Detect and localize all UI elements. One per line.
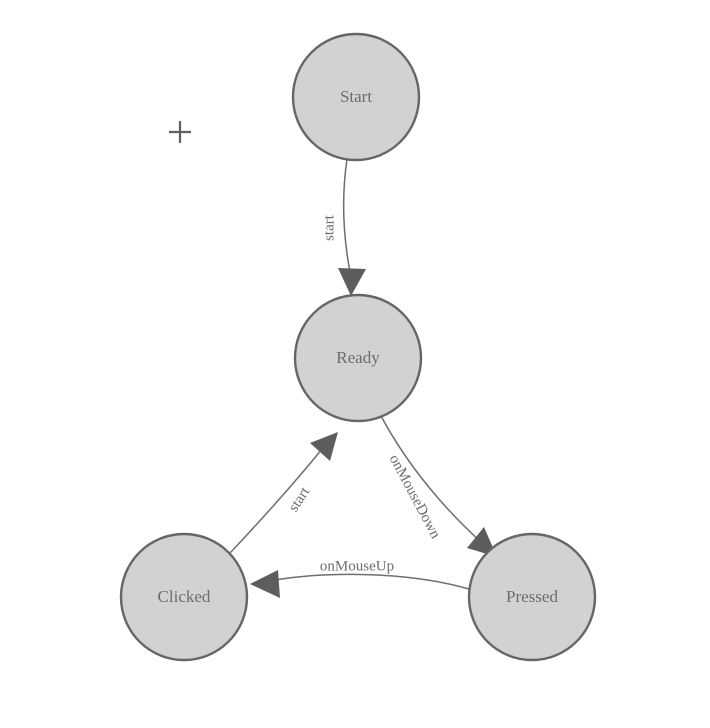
node-ready-label: Ready [336,348,380,367]
canvas-crosshair-icon[interactable] [169,121,191,143]
edge-label-clicked-to-ready: start [286,484,314,515]
node-pressed[interactable]: Pressed [467,532,597,662]
edge-label-ready-to-pressed: onMouseDown [386,452,444,542]
node-ready-circle[interactable] [293,293,423,423]
edge-pressed-to-clicked-arrowhead [250,570,280,598]
edge-label-pressed-to-clicked: onMouseUp [320,558,394,574]
edge-clicked-to-ready-arrowhead [310,432,338,461]
edge-pressed-to-clicked-path [274,573,470,590]
edge-start-to-ready-arrowhead [338,268,366,296]
edge-pressed-to-clicked[interactable] [250,570,470,598]
node-clicked[interactable]: Clicked [119,532,249,662]
node-start-circle[interactable] [291,32,421,162]
edge-label-start-to-ready: start [321,214,337,241]
node-pressed-label: Pressed [506,587,558,606]
node-pressed-circle[interactable] [467,532,597,662]
node-start-label: Start [340,87,372,106]
edge-start-to-ready[interactable] [338,158,366,296]
edge-start-to-ready-path [342,158,351,273]
node-start[interactable]: Start [291,32,421,162]
node-ready[interactable]: Ready [293,293,423,423]
node-clicked-circle[interactable] [119,532,249,662]
edge-clicked-to-ready[interactable] [229,432,338,554]
edge-ready-to-pressed-path [380,415,482,543]
edge-clicked-to-ready-path [229,448,323,554]
node-clicked-label: Clicked [158,587,211,606]
